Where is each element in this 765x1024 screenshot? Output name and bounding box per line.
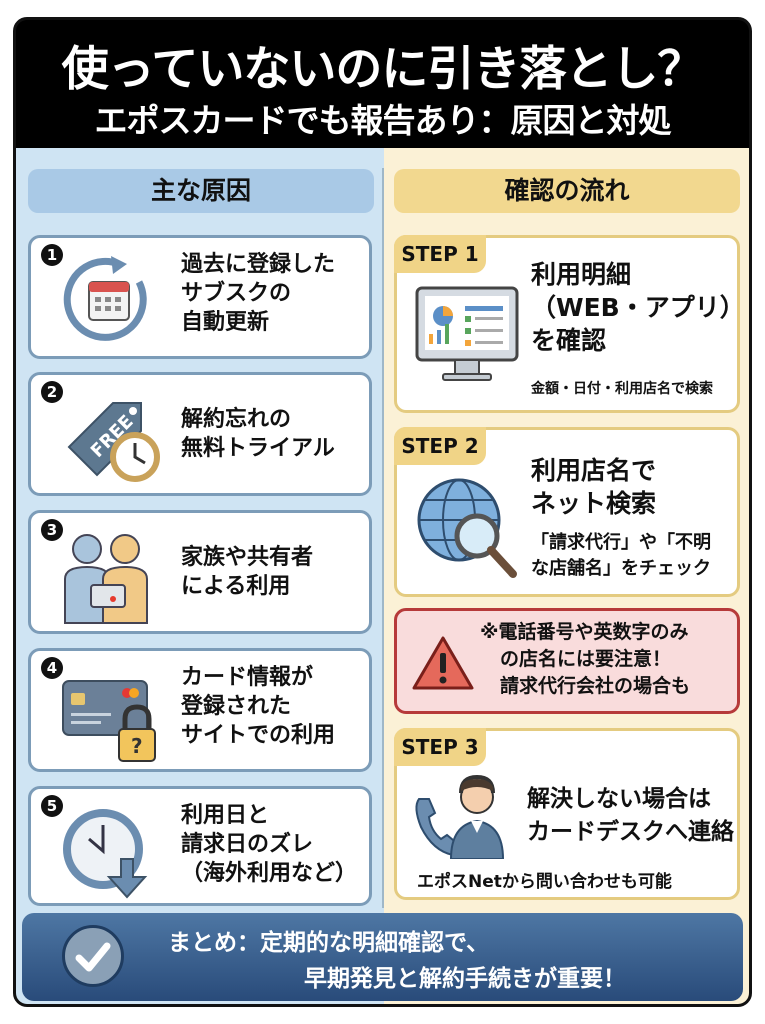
step-card-2: STEP 2 利用店名で ネット検索 「請求代行」や「不明 な店舗名」をチェ — [394, 427, 740, 597]
cause-card-4: 4 ? カード情報が 登録された サイトでの利用 — [28, 648, 372, 772]
cause-number: 4 — [41, 657, 63, 679]
cause-text: 過去に登録した サブスクの 自動更新 — [181, 252, 336, 335]
clock-delay-icon — [63, 809, 148, 899]
step-tag: STEP 1 — [394, 235, 486, 273]
cause-number: 5 — [41, 795, 63, 817]
infographic-frame: 使っていないのに引き落とし？ エポスカードでも報告あり：原因と対処 主な原因 1… — [13, 17, 752, 1007]
checkmark-icon — [62, 925, 124, 987]
warning-box: ※電話番号や英数字のみ の店名には要注意！ 請求代行会社の場合も — [394, 608, 740, 714]
step-tag: STEP 3 — [394, 728, 486, 766]
causes-heading: 主な原因 — [28, 169, 374, 213]
cause-card-3: 3 家族や共有者 による利用 — [28, 510, 372, 634]
content-body: 主な原因 1 過去に登録した サブスクの 自動更新 — [16, 148, 749, 1004]
cause-text: 解約忘れの 無料トライアル — [181, 407, 335, 461]
cause-number: 1 — [41, 244, 63, 266]
page-title: 使っていないのに引き落とし？ — [61, 42, 705, 97]
page-subtitle: エポスカードでも報告あり：原因と対処 — [94, 101, 672, 140]
step-sub-text: 「請求代行」や「不明 な店舗名」をチェック — [531, 532, 711, 579]
flow-heading: 確認の流れ — [394, 169, 740, 213]
shared-card-people-icon — [64, 534, 148, 624]
summary-line-1: まとめ：定期的な明細確認で、 — [168, 930, 490, 956]
step-main-text: 利用店名で ネット検索 — [531, 456, 657, 518]
cause-text: 家族や共有者 による利用 — [181, 545, 314, 599]
card-lock-icon: ? — [62, 680, 156, 762]
causes-column: 主な原因 1 過去に登録した サブスクの 自動更新 — [16, 148, 384, 1004]
warning-text: ※電話番号や英数字のみ の店名には要注意！ 請求代行会社の場合も — [480, 621, 691, 697]
globe-search-icon — [417, 478, 517, 578]
cause-card-5: 5 利用日と 請求日のズレ （海外利用など） — [28, 786, 372, 906]
summary-line-2: 早期発見と解約手続きが重要！ — [304, 966, 626, 992]
free-tag-clock-icon: FREE — [67, 402, 160, 482]
header: 使っていないのに引き落とし？ エポスカードでも報告あり：原因と対処 — [16, 20, 749, 148]
flow-column: 確認の流れ STEP 1 利用明細 — [384, 148, 749, 1004]
cause-number: 3 — [41, 519, 63, 541]
cause-text: カード情報が 登録された サイトでの利用 — [181, 665, 336, 748]
step-card-3: STEP 3 解決しない場合は カードデスクへ連絡 エポスNetから問い合わせも… — [394, 728, 740, 900]
step-main-text: 解決しない場合は カードデスクへ連絡 — [527, 786, 734, 845]
cause-card-1: 1 過去に登録した サブスクの 自動更新 — [28, 235, 372, 359]
step-card-1: STEP 1 利用明細 （WEB・アプリ） — [394, 235, 745, 413]
cause-text: 利用日と 請求日のズレ （海外利用など） — [181, 803, 358, 886]
step-sub-text: エポスNetから問い合わせも可能 — [417, 872, 672, 892]
step-sub-text: 金額・日付・利用店名で検索 — [531, 381, 713, 397]
calendar-refresh-icon — [63, 256, 147, 341]
cause-number: 2 — [41, 381, 63, 403]
warning-triangle-icon — [412, 636, 474, 690]
support-operator-icon — [415, 775, 505, 859]
column-divider — [382, 168, 385, 908]
step-tag: STEP 2 — [394, 427, 486, 465]
step-main-text: 利用明細 （WEB・アプリ） を確認 — [531, 260, 745, 355]
monitor-dashboard-icon — [415, 286, 519, 381]
svg-text:?: ? — [131, 734, 143, 758]
summary-banner: まとめ：定期的な明細確認で、 早期発見と解約手続きが重要！ — [22, 913, 743, 1001]
cause-card-2: 2 FREE 解約忘れの 無料トライアル — [28, 372, 372, 496]
